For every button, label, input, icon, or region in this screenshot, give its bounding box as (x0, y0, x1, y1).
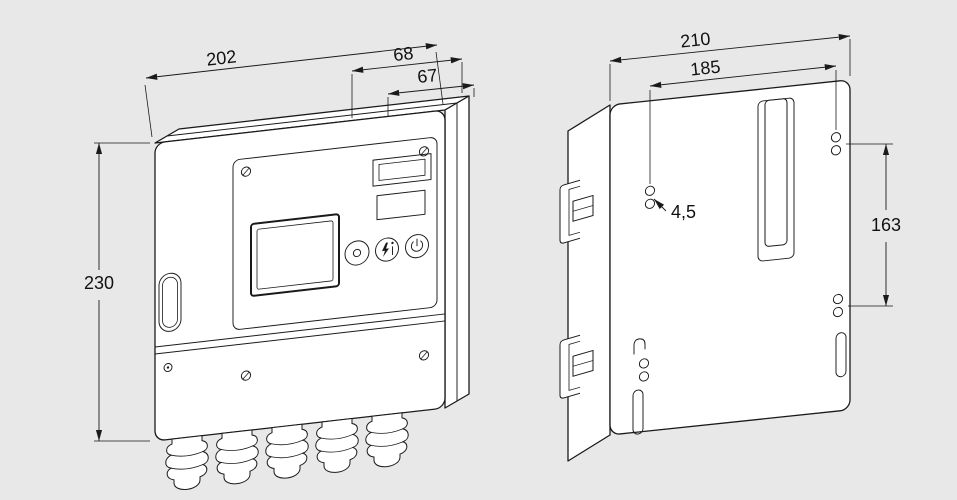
rear-side-face (567, 104, 611, 462)
info-button (375, 237, 399, 262)
mounting-hole-pair (638, 358, 650, 382)
dimension-overall-width: 210 (609, 29, 851, 101)
dim-label-width: 202 (205, 46, 237, 69)
mounting-hole-pair (830, 132, 842, 156)
dim-label-depth-total: 68 (392, 43, 414, 65)
front-face (154, 110, 446, 493)
dim-label-hole-spacing-horizontal: 185 (689, 57, 721, 80)
dim-label-hole-spacing-vertical: 163 (871, 215, 901, 235)
vent-slot (835, 332, 847, 378)
info-button-icon (382, 241, 394, 258)
dimension-depth-total: 68 (351, 43, 463, 118)
front-view: 202 68 67 230 (84, 43, 475, 493)
reset-button (344, 240, 370, 266)
dim-label-overall-width: 210 (679, 29, 711, 52)
dimension-hole-diameter: 4,5 (653, 198, 696, 222)
side-window (158, 272, 182, 332)
dim-label-depth-housing: 67 (416, 65, 438, 87)
vent-slot (632, 389, 644, 435)
lcd-screen (250, 213, 340, 297)
housing-screw (418, 350, 430, 361)
rear-view: 210 185 163 4,5 (559, 29, 901, 462)
dimension-hole-spacing-vertical: 163 (846, 143, 901, 307)
hanging-channel (757, 97, 795, 262)
dim-label-hole-diameter: 4,5 (671, 202, 696, 222)
power-button-icon (410, 238, 424, 252)
dimension-width: 202 (144, 43, 444, 138)
type-label-field (376, 189, 426, 221)
dimension-hole-spacing-horizontal: 185 (649, 57, 837, 184)
control-door (232, 137, 438, 330)
housing-screw (240, 370, 252, 381)
dim-label-height: 230 (84, 273, 114, 293)
dimension-height: 230 (84, 142, 150, 442)
power-button (405, 234, 429, 259)
dimension-depth-housing: 67 (387, 65, 475, 116)
cable-hook (633, 338, 646, 355)
housing-screw (163, 363, 173, 373)
status-display (372, 153, 432, 187)
reset-button-icon (352, 248, 362, 258)
rear-face (609, 80, 851, 435)
door-screw (418, 146, 430, 157)
mounting-hole-pair (832, 293, 844, 318)
door-screw (240, 166, 252, 177)
